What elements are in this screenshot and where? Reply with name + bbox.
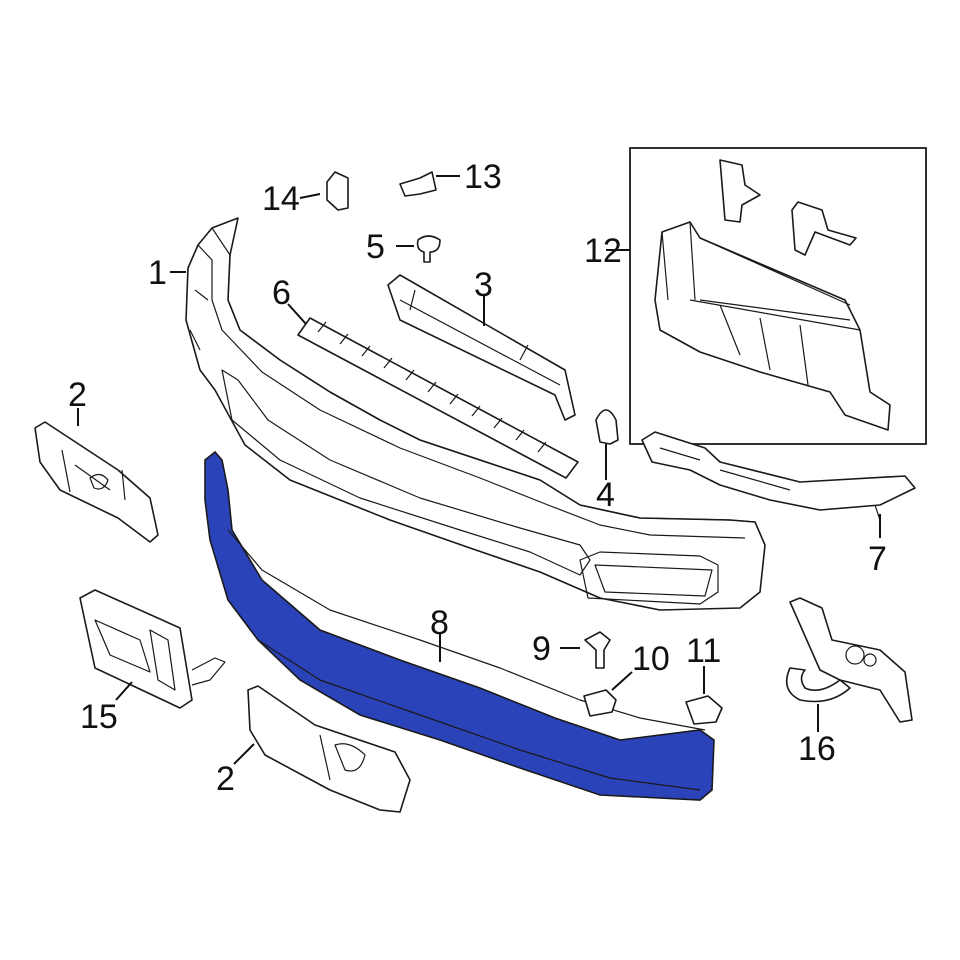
part-1-bumper	[185, 217, 766, 611]
callout-11: 11	[686, 632, 721, 670]
callout-3: 3	[474, 266, 493, 304]
callout-9: 9	[532, 630, 551, 668]
part-8-valance-highlighted	[204, 450, 715, 801]
callout-12: 12	[584, 232, 622, 270]
callout-5: 5	[366, 228, 385, 266]
callout-10: 10	[632, 640, 670, 678]
callout-6: 6	[272, 274, 291, 312]
fasteners	[326, 171, 723, 725]
part-5-pin	[416, 235, 441, 263]
callout-15: 15	[80, 698, 118, 736]
callout-labels: 1 2 2 3 4 5 6 7 8 9 10 11 12 13 14 15 16	[68, 158, 887, 798]
callout-14: 14	[262, 180, 300, 218]
part-15-bracket	[79, 589, 226, 709]
callout-4: 4	[596, 476, 615, 514]
part-3-bracket	[387, 274, 576, 421]
leader-lines	[77, 175, 881, 765]
part-4-retainer	[595, 409, 619, 445]
callout-7: 7	[868, 540, 887, 578]
callout-1: 1	[148, 254, 167, 292]
callout-8: 8	[430, 604, 449, 642]
part-2-upper-bracket	[34, 421, 159, 543]
part-12-inset	[629, 147, 927, 445]
part-7-reinforcement	[641, 431, 916, 521]
part-2-lower-bracket	[247, 685, 411, 813]
part-11-nut	[685, 695, 723, 725]
part-9-screw	[584, 631, 611, 669]
part-13-bolt	[399, 171, 437, 197]
part-16-tow-hook	[785, 597, 913, 723]
callout-13: 13	[464, 158, 502, 196]
part-14-clip	[326, 171, 349, 211]
callout-2-upper: 2	[68, 376, 87, 414]
callout-16: 16	[798, 730, 836, 768]
callout-2-lower: 2	[216, 760, 235, 798]
part-10-nut	[583, 689, 617, 717]
